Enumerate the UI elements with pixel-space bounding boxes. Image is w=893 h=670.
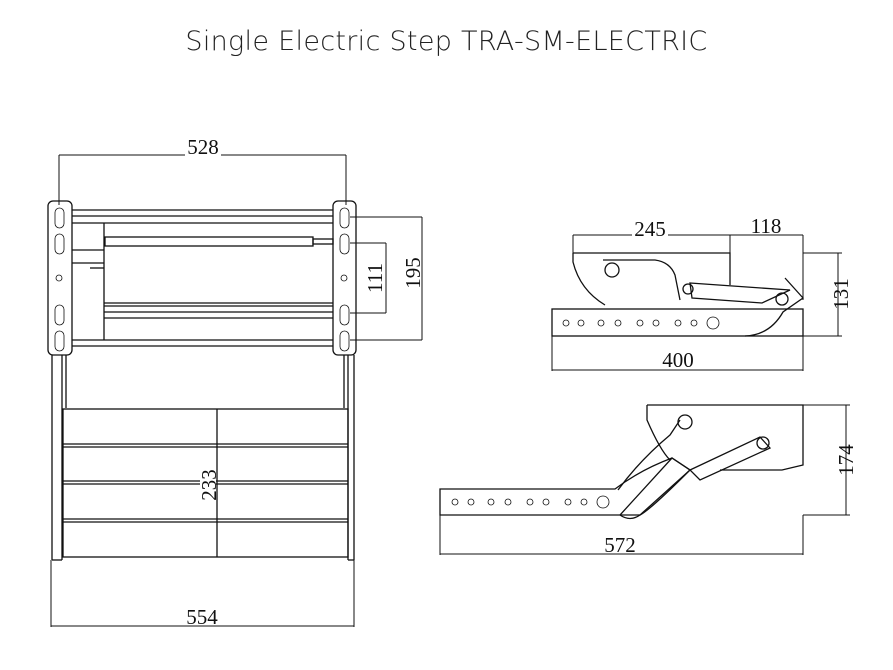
side-view-extended: 174 572	[439, 404, 858, 557]
dim-text: 245	[634, 217, 666, 241]
dim-text: 554	[186, 605, 218, 629]
dim-mount-length: 245	[572, 217, 730, 255]
side-view-retracted: 245 118 131	[551, 214, 853, 372]
dim-height-retracted: 131	[803, 252, 853, 337]
dim-overhang: 118	[729, 214, 804, 300]
dim-mount-height: 195	[350, 216, 425, 341]
dim-text: 195	[401, 257, 425, 289]
dim-text: 131	[829, 278, 853, 310]
dim-text: 400	[662, 348, 694, 372]
hole-row	[562, 316, 720, 330]
dim-text: 111	[363, 263, 387, 293]
dim-text: 174	[834, 444, 858, 476]
dim-height-extended: 174	[803, 404, 858, 516]
hole-row	[451, 495, 610, 509]
dim-text: 118	[751, 214, 782, 238]
dim-motor-offset: 111	[350, 242, 387, 314]
dim-text: 572	[604, 533, 636, 557]
dim-total-length-retracted: 400	[551, 336, 804, 372]
dim-bottom-width: 554	[50, 560, 355, 629]
page-title: Single Electric Step TRA-SM-ELECTRIC	[185, 26, 708, 57]
front-view: 528	[47, 135, 425, 629]
dim-top-width: 528	[58, 135, 347, 205]
step-board	[62, 408, 349, 558]
left-mount-plate	[47, 200, 73, 356]
dim-total-length-extended: 572	[439, 515, 804, 557]
right-mount-plate	[332, 200, 357, 356]
dim-step-depth: 233	[197, 469, 221, 501]
dim-text: 528	[187, 135, 219, 159]
